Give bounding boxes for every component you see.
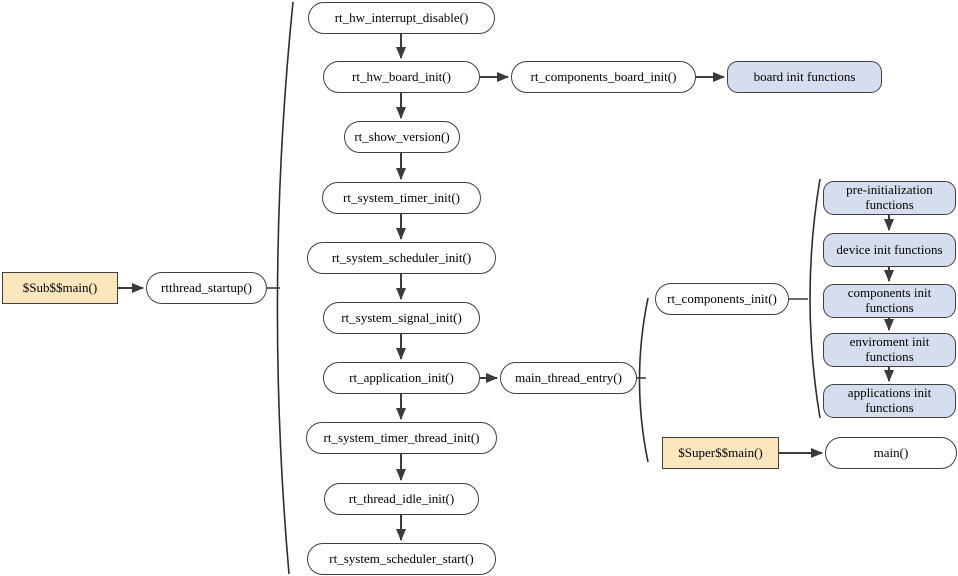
- node-rt-system-signal-init: rt_system_signal_init(): [323, 302, 480, 334]
- node-rt-thread-idle-init: rt_thread_idle_init(): [324, 483, 479, 515]
- brace-main-thread-entry: [637, 297, 649, 463]
- node-rt-hw-board-init: rt_hw_board_init(): [323, 61, 480, 93]
- node-rt-show-version: rt_show_version(): [344, 121, 460, 153]
- node-main: main(): [825, 437, 957, 469]
- node-applications-init-functions: applications init functions: [823, 384, 956, 418]
- node-main-thread-entry: main_thread_entry(): [500, 362, 637, 394]
- node-board-init-functions: board init functions: [727, 61, 882, 93]
- node-rt-system-timer-thread-init: rt_system_timer_thread_init(): [306, 422, 497, 454]
- node-rt-system-scheduler-init: rt_system_scheduler_init(): [307, 242, 496, 274]
- horizontal-arrows: [118, 72, 823, 458]
- node-device-init-functions: device init functions: [823, 233, 956, 267]
- node-sub-main: $Sub$$main(): [2, 272, 118, 304]
- node-rt-components-init: rt_components_init(): [655, 283, 789, 315]
- node-rt-system-scheduler-start: rt_system_scheduler_start(): [307, 543, 496, 575]
- node-rt-system-timer-init: rt_system_timer_init(): [322, 182, 481, 214]
- brace-startup: [267, 1, 294, 575]
- node-rt-application-init: rt_application_init(): [323, 362, 480, 394]
- node-rtthread-startup: rtthread_startup(): [146, 272, 267, 304]
- node-enviroment-init-functions: enviroment init functions: [823, 333, 956, 367]
- node-rt-hw-interrupt-disable: rt_hw_interrupt_disable(): [308, 2, 495, 34]
- node-rt-components-board-init: rt_components_board_init(): [511, 61, 696, 93]
- node-super-main: $Super$$main(): [662, 437, 779, 469]
- brace-components-init: [789, 178, 821, 419]
- node-pre-initialization-functions: pre-initialization functions: [823, 181, 956, 215]
- node-components-init-functions: components init functions: [823, 284, 956, 318]
